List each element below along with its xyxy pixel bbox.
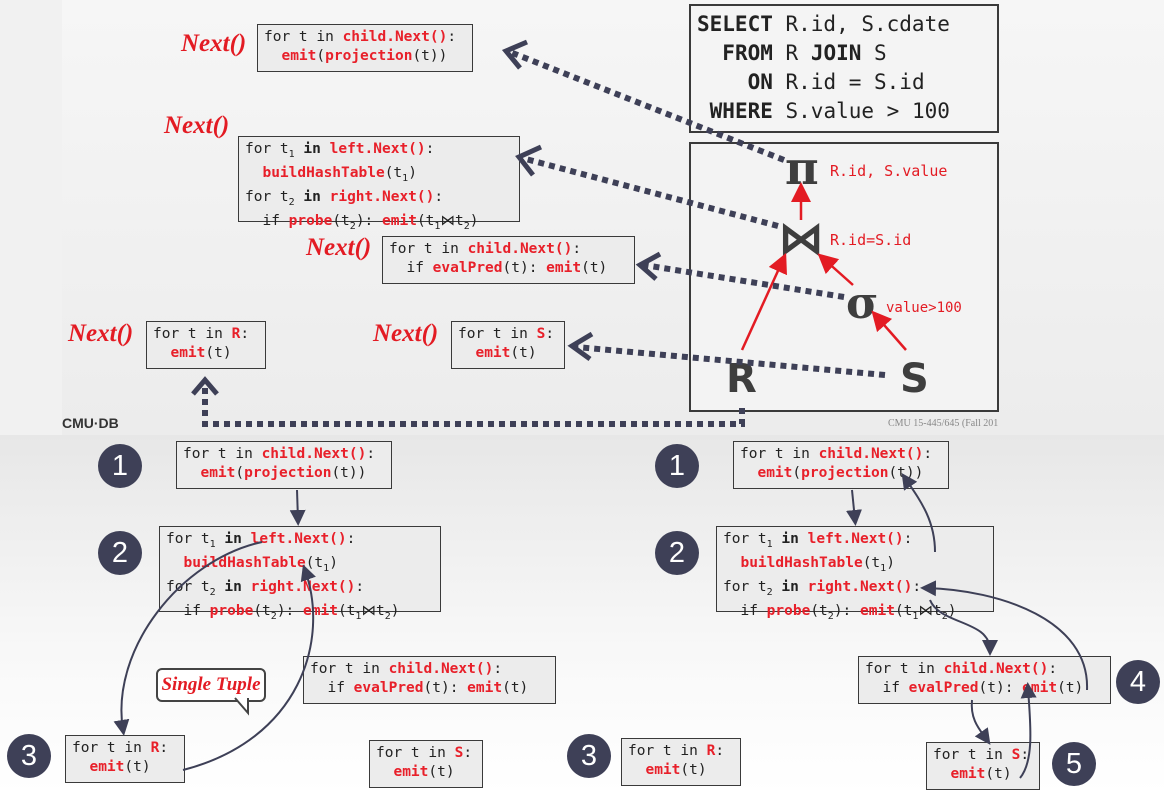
code-scan-r-top: for t in R: emit(t) — [146, 321, 266, 369]
next-label-scan-r: Next() — [68, 320, 134, 347]
next-label-join: Next() — [164, 112, 230, 139]
step-badge-1-left: 1 — [98, 444, 142, 488]
code-projection-top: for t in child.Next(): emit(projection(t… — [257, 24, 473, 72]
code-scan-s-right: for t in S: emit(t) — [926, 742, 1040, 790]
step-badge-2-right: 2 — [655, 531, 699, 575]
single-tuple-callout: Single Tuple — [156, 668, 266, 702]
code-scan-r-left: for t in R: emit(t) — [65, 735, 185, 783]
cmu-db-logo: CMU·DB — [62, 415, 119, 431]
next-label-projection: Next() — [181, 30, 247, 57]
code-selection-top: for t in child.Next(): if evalPred(t): e… — [382, 236, 635, 284]
code-projection-right: for t in child.Next(): emit(projection(t… — [733, 441, 949, 489]
code-join-right: for t1 in left.Next(): buildHashTable(t1… — [716, 526, 994, 622]
step-badge-3-left: 3 — [7, 734, 51, 778]
query-plan-box — [689, 142, 999, 412]
code-projection-left: for t in child.Next(): emit(projection(t… — [176, 441, 392, 489]
code-selection-right: for t in child.Next(): if evalPred(t): e… — [858, 656, 1111, 704]
step-badge-2-left: 2 — [98, 531, 142, 575]
next-label-scan-s: Next() — [373, 320, 439, 347]
next-label-selection: Next() — [306, 234, 372, 261]
code-scan-s-left: for t in S: emit(t) — [369, 740, 483, 788]
step-badge-4-right: 4 — [1116, 660, 1160, 704]
code-scan-s-top: for t in S: emit(t) — [451, 321, 565, 369]
step-badge-3-right: 3 — [567, 734, 611, 778]
code-scan-r-right: for t in R: emit(t) — [621, 738, 741, 786]
code-selection-left: for t in child.Next(): if evalPred(t): e… — [303, 656, 556, 704]
code-join-left: for t1 in left.Next(): buildHashTable(t1… — [159, 526, 441, 622]
step-badge-5-right: 5 — [1052, 742, 1096, 786]
step-badge-1-right: 1 — [655, 444, 699, 488]
course-footer: CMU 15-445/645 (Fall 201 — [888, 418, 999, 429]
sql-query-box: SELECT R.id, S.cdate FROM R JOIN S ON R.… — [689, 4, 999, 133]
code-join-top: for t1 in left.Next(): buildHashTable(t1… — [238, 136, 520, 232]
